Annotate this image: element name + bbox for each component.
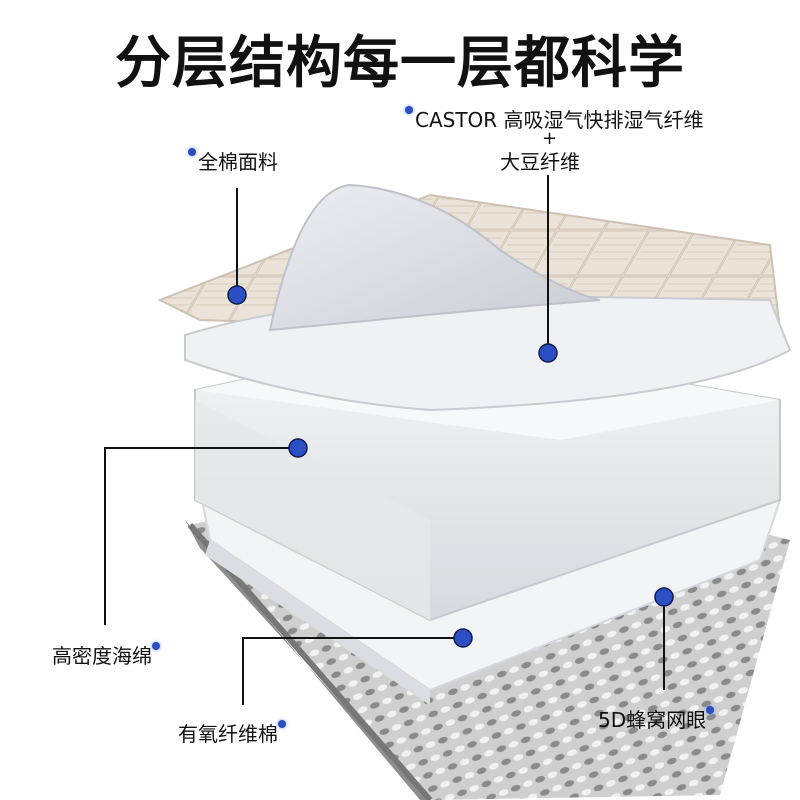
castor-soy-layer [184, 183, 792, 412]
label-fiber: 有氧纤维棉 [178, 718, 288, 747]
dot-castor [538, 343, 558, 363]
sparkle-dot-icon [706, 706, 715, 714]
label-foam: 高密度海绵 [52, 640, 162, 669]
label-plus: + [542, 128, 558, 149]
label-mesh-text: 5D蜂窝网眼 [598, 708, 707, 732]
label-soy: 大豆纤维 [500, 150, 580, 174]
sparkle-dot-icon [152, 642, 160, 650]
sparkle-dot-icon [188, 148, 196, 156]
label-fiber-text: 有氧纤维棉 [178, 722, 278, 746]
sparkle-dot-icon [278, 720, 286, 728]
leader-line-fiber [242, 637, 463, 705]
dot-mesh [654, 587, 674, 607]
label-fabric-text: 全棉面料 [198, 150, 278, 174]
indicator-dots [227, 285, 674, 648]
label-fabric: 全棉面料 [188, 146, 278, 175]
sparkle-dot-icon [405, 106, 413, 114]
leader-line-foam [104, 447, 298, 625]
label-castor-text: CASTOR 高吸湿气快排湿气纤维 [415, 108, 704, 132]
label-foam-text: 高密度海绵 [52, 644, 152, 668]
label-mesh: 5D蜂窝网眼 [598, 704, 716, 733]
dot-foam [288, 438, 308, 458]
dot-fabric [227, 285, 247, 305]
leader-lines [104, 175, 665, 705]
dot-fiber [453, 628, 473, 648]
headline-title: 分层结构每一层都科学 [115, 31, 685, 96]
label-castor: CASTOR 高吸湿气快排湿气纤维 [405, 104, 704, 133]
